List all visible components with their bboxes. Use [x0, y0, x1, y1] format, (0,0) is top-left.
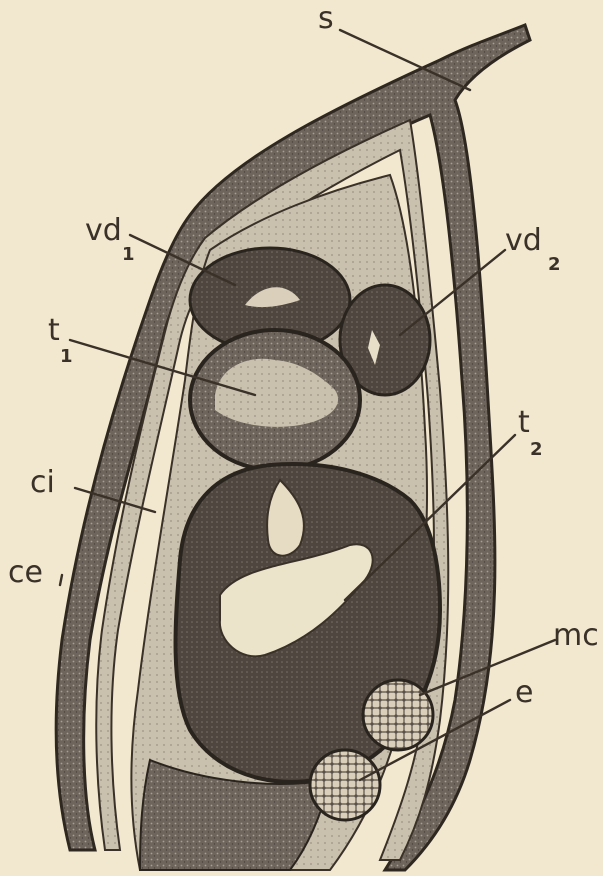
label-ci: ci [30, 465, 55, 500]
egg-upper [363, 680, 433, 750]
label-vd2: vd [505, 223, 542, 258]
label-ce: ce [8, 555, 43, 590]
label-vd1-sub: 1 [122, 244, 135, 265]
leader-ce [60, 575, 62, 585]
label-e: e [515, 675, 533, 710]
label-t2-sub: 2 [530, 439, 543, 460]
label-vd2-sub: 2 [548, 254, 561, 275]
label-t2: t [518, 405, 530, 440]
label-t1: t [48, 313, 60, 348]
egg-lower [310, 750, 380, 820]
label-s: s [318, 1, 334, 36]
label-mc: mc [553, 618, 599, 653]
label-t1-sub: 1 [60, 346, 73, 367]
label-vd1: vd [85, 213, 122, 248]
